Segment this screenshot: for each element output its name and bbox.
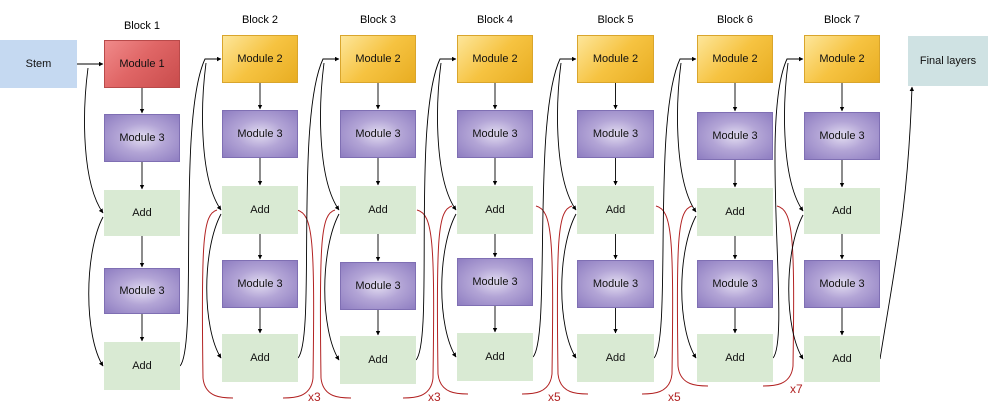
block-title: Block 6 <box>716 14 754 26</box>
add-node: Add <box>577 334 654 382</box>
add-node: Add <box>577 186 654 234</box>
module-2-node: Module 2 <box>804 35 880 83</box>
block-title: Block 7 <box>823 14 861 26</box>
skip-connection <box>557 62 577 211</box>
skip-connection <box>202 62 222 211</box>
block-connection <box>879 86 915 360</box>
block-title: Block 1 <box>123 20 161 32</box>
block-connection <box>772 56 804 359</box>
module-3-node: Module 3 <box>222 110 298 158</box>
skip-connection <box>320 62 340 211</box>
repeat-bracket <box>676 205 709 387</box>
stem-node: Stem <box>0 40 77 88</box>
add-node: Add <box>340 186 416 234</box>
repeat-count-label: x7 <box>790 382 803 396</box>
add-node: Add <box>804 336 880 382</box>
skip-connection <box>84 67 104 214</box>
block-connection <box>653 56 697 359</box>
skip-connection <box>677 62 697 213</box>
add-node: Add <box>697 334 773 382</box>
repeat-bracket <box>402 209 435 399</box>
block-connection <box>179 56 222 367</box>
block-title: Block 4 <box>476 14 514 26</box>
module-3-node: Module 3 <box>804 260 880 308</box>
skip-connection <box>206 213 222 359</box>
block-connection <box>415 56 457 361</box>
final-layers-node: Final layers <box>908 36 988 86</box>
block-connection <box>532 56 577 358</box>
module-2-node: Module 2 <box>577 35 654 83</box>
repeat-bracket <box>762 205 795 387</box>
module-3-node: Module 3 <box>697 260 773 308</box>
add-node: Add <box>104 190 180 236</box>
module-2-node: Module 2 <box>340 35 416 83</box>
repeat-count-label: x3 <box>308 390 321 404</box>
module-2-node: Module 2 <box>222 35 298 83</box>
module-2-node: Module 2 <box>697 35 773 83</box>
module-3-node: Module 3 <box>340 110 416 158</box>
repeat-bracket <box>521 205 554 395</box>
block-title: Block 2 <box>241 14 279 26</box>
add-node: Add <box>804 188 880 234</box>
repeat-count-label: x5 <box>668 390 681 404</box>
block-title: Block 5 <box>597 14 634 26</box>
module-3-node: Module 3 <box>457 258 533 306</box>
module-3-node: Module 3 <box>222 260 298 308</box>
repeat-count-label: x5 <box>548 390 561 404</box>
skip-connection <box>88 216 104 367</box>
repeat-bracket <box>556 205 589 395</box>
repeat-bracket <box>319 209 352 399</box>
skip-connection <box>324 213 340 361</box>
block-connection <box>297 56 340 359</box>
block-title: Block 3 <box>359 14 397 26</box>
skip-connection <box>441 213 457 358</box>
repeat-bracket <box>282 209 315 399</box>
module-3-node: Module 3 <box>577 110 654 158</box>
add-node: Add <box>340 336 416 384</box>
module-1-node: Module 1 <box>104 40 180 88</box>
module-3-node: Module 3 <box>697 112 773 160</box>
module-3-node: Module 3 <box>104 268 180 314</box>
skip-connection <box>788 214 804 360</box>
add-node: Add <box>222 334 298 382</box>
module-3-node: Module 3 <box>577 260 654 308</box>
skip-connection <box>437 62 457 211</box>
module-3-node: Module 3 <box>340 262 416 310</box>
module-2-node: Module 2 <box>457 35 533 83</box>
skip-connection <box>681 215 697 359</box>
skip-connection <box>561 213 577 359</box>
repeat-bracket <box>436 205 469 395</box>
repeat-bracket <box>201 209 234 399</box>
skip-connection <box>784 62 804 212</box>
add-node: Add <box>104 342 180 390</box>
add-node: Add <box>222 186 298 234</box>
add-node: Add <box>457 333 533 381</box>
module-3-node: Module 3 <box>104 114 180 162</box>
add-node: Add <box>697 188 773 236</box>
repeat-count-label: x3 <box>428 390 441 404</box>
repeat-bracket <box>641 205 674 395</box>
module-3-node: Module 3 <box>457 110 533 158</box>
module-3-node: Module 3 <box>804 112 880 160</box>
add-node: Add <box>457 186 533 234</box>
